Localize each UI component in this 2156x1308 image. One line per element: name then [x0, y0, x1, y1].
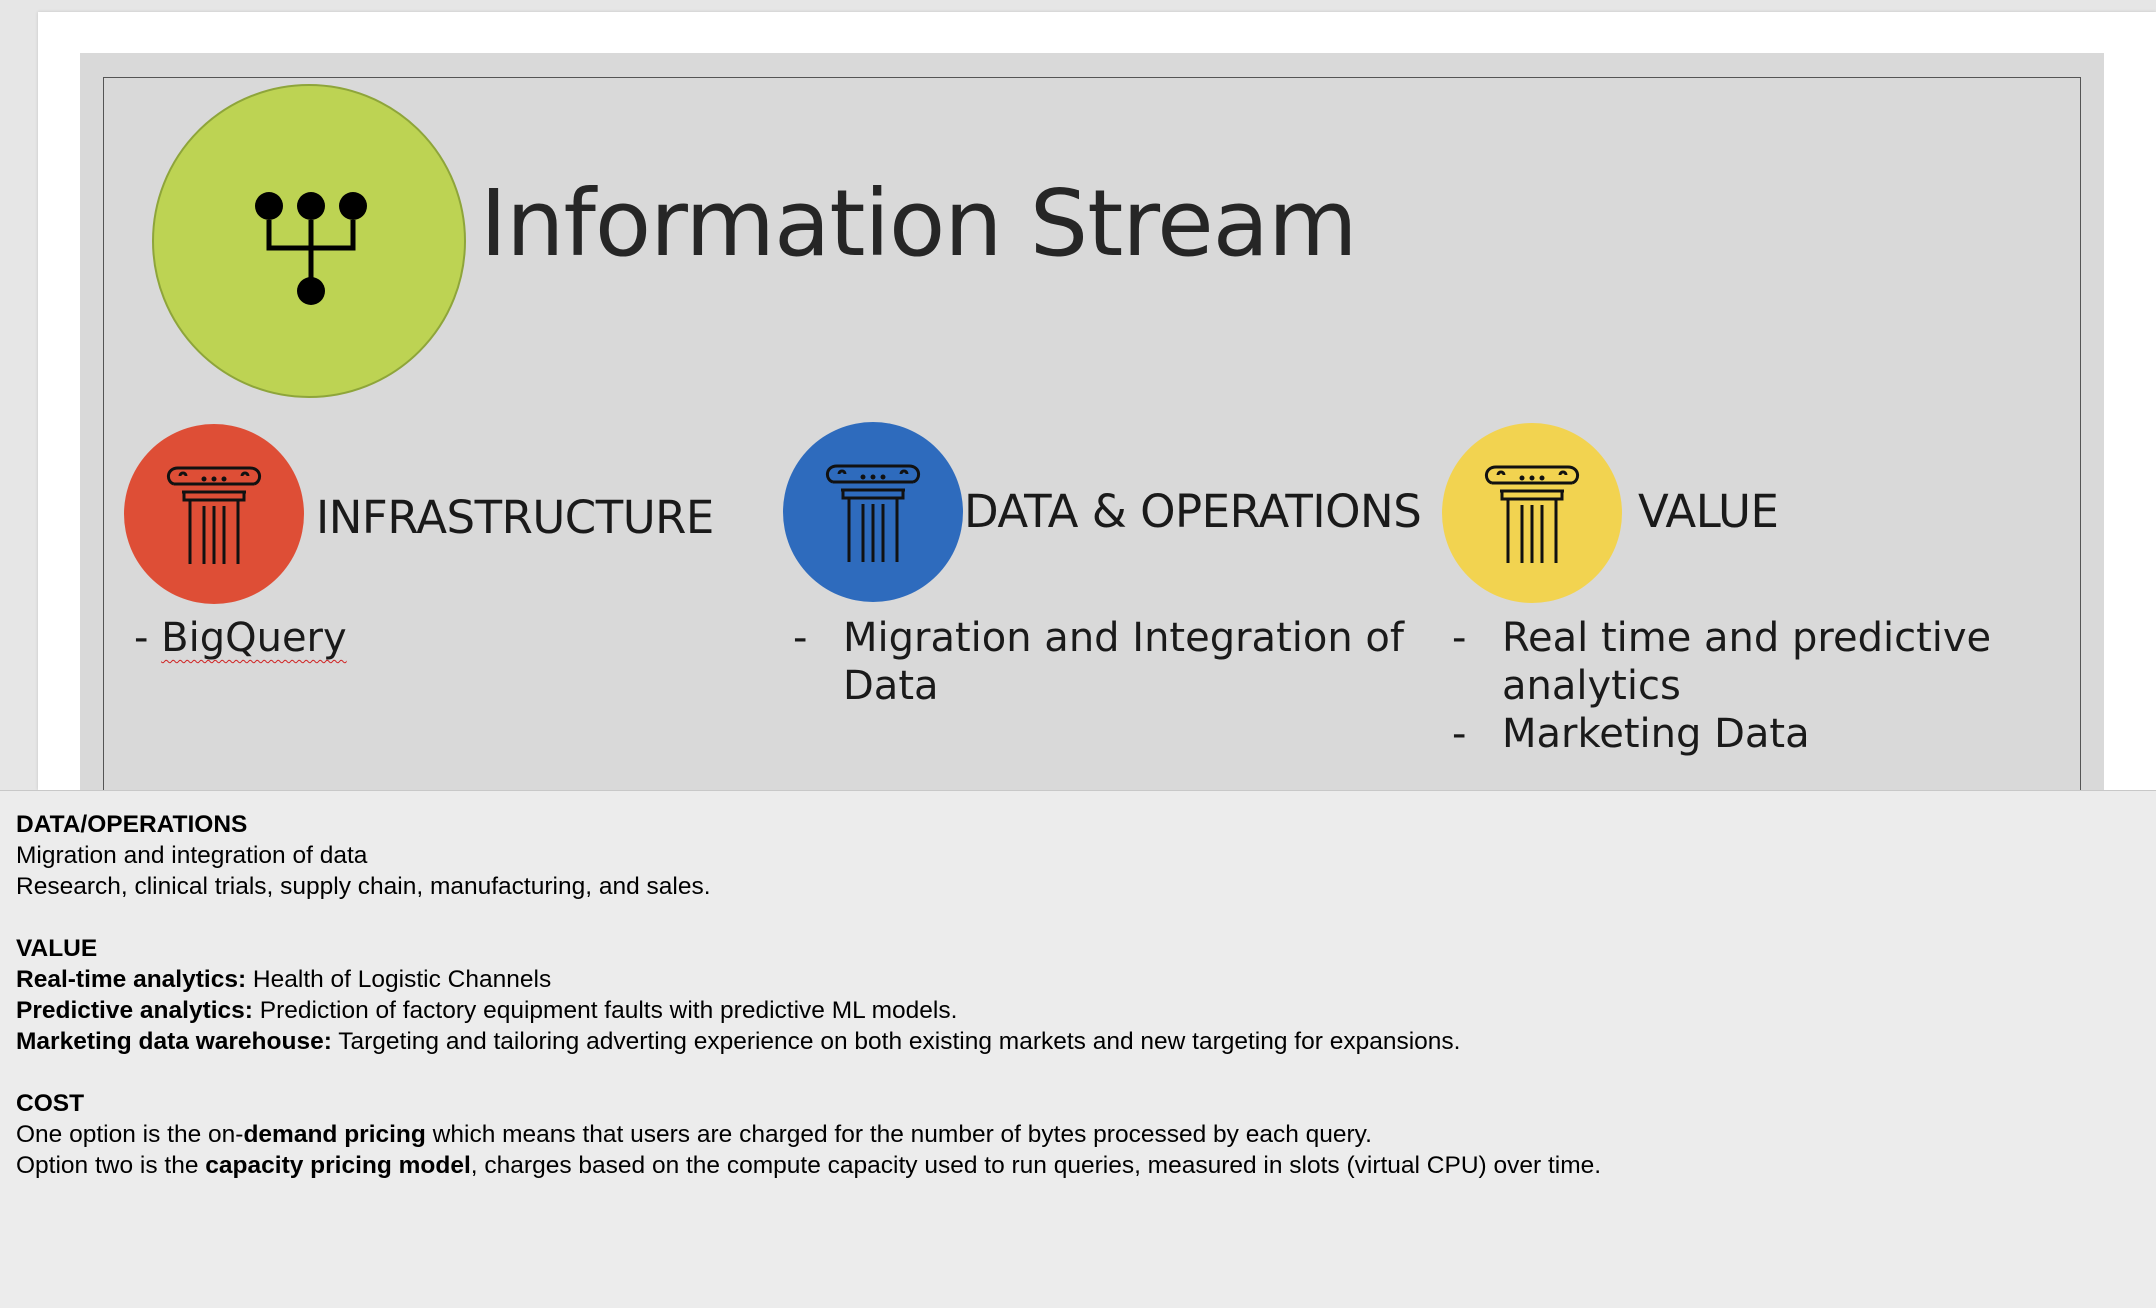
- notes-line: Predictive analytics: Prediction of fact…: [16, 995, 1601, 1026]
- notes-heading-data-operations: DATA/OPERATIONS: [16, 811, 248, 838]
- slide-title[interactable]: Information Stream: [480, 170, 1358, 277]
- hero-circle[interactable]: [152, 84, 466, 398]
- bullet-text-bigquery: BigQuery: [161, 615, 347, 661]
- notes-heading-cost: COST: [16, 1090, 85, 1117]
- value-bullets[interactable]: -Real time and predictive analytics -Mar…: [1452, 614, 2052, 758]
- notes-line: Option two is the capacity pricing model…: [16, 1150, 1601, 1181]
- list-item: -Real time and predictive analytics: [1452, 614, 2052, 710]
- notes-line: One option is the on-demand pricing whic…: [16, 1119, 1601, 1150]
- column-pillar-icon: [1485, 465, 1579, 563]
- bullet-text: Migration and Integration of Data: [843, 615, 1404, 709]
- notes-heading-value: VALUE: [16, 935, 98, 962]
- infrastructure-label[interactable]: INFRASTRUCTURE: [316, 491, 714, 544]
- bullet-dash: -: [793, 615, 808, 661]
- bullet-text: Marketing Data: [1502, 711, 1810, 757]
- list-item: -Migration and Integration of Data: [793, 614, 1413, 710]
- notes-term-text: Health of Logistic Channels: [246, 966, 552, 993]
- notes-line: Real-time analytics: Health of Logistic …: [16, 964, 1601, 995]
- infrastructure-circle[interactable]: [124, 424, 304, 604]
- notes-term: Real-time analytics:: [16, 966, 247, 993]
- value-circle[interactable]: [1442, 423, 1622, 603]
- hierarchy-icon: [255, 192, 367, 305]
- column-pillar-icon: [167, 466, 261, 564]
- infrastructure-bullet[interactable]: - BigQuery: [134, 614, 347, 662]
- slide-content-border: [103, 77, 2081, 790]
- notes-term: demand pricing: [243, 1121, 426, 1148]
- bullet-dash: -: [1452, 711, 1467, 757]
- notes-text: , charges based on the compute capacity …: [470, 1152, 1602, 1179]
- notes-term: Marketing data warehouse:: [16, 1028, 332, 1055]
- notes-line: Migration and integration of data: [16, 842, 368, 869]
- data-operations-label[interactable]: DATA & OPERATIONS: [964, 485, 1422, 538]
- notes-line: Research, clinical trials, supply chain,…: [16, 873, 711, 900]
- bullet-prefix: -: [134, 615, 162, 661]
- bullet-text: Real time and predictive analytics: [1502, 615, 1992, 709]
- speaker-notes-panel[interactable]: DATA/OPERATIONS Migration and integratio…: [0, 790, 2156, 1308]
- notes-term-text: Prediction of factory equipment faults w…: [252, 997, 958, 1024]
- column-pillar-icon: [826, 464, 920, 562]
- speaker-notes-text[interactable]: DATA/OPERATIONS Migration and integratio…: [16, 809, 1601, 1181]
- value-label[interactable]: VALUE: [1638, 485, 1779, 538]
- notes-term: Predictive analytics:: [16, 997, 253, 1024]
- notes-term: capacity pricing model: [205, 1152, 471, 1179]
- notes-line: Marketing data warehouse: Targeting and …: [16, 1026, 1601, 1057]
- notes-text: which means that users are charged for t…: [425, 1121, 1372, 1148]
- notes-term-text: Targeting and tailoring adverting experi…: [331, 1028, 1461, 1055]
- bullet-dash: -: [1452, 615, 1467, 661]
- data-operations-circle[interactable]: [783, 422, 963, 602]
- list-item: -Marketing Data: [1452, 710, 2052, 758]
- notes-text: One option is the on-: [16, 1121, 244, 1148]
- notes-text: Option two is the: [16, 1152, 206, 1179]
- data-operations-bullets[interactable]: -Migration and Integration of Data: [793, 614, 1413, 710]
